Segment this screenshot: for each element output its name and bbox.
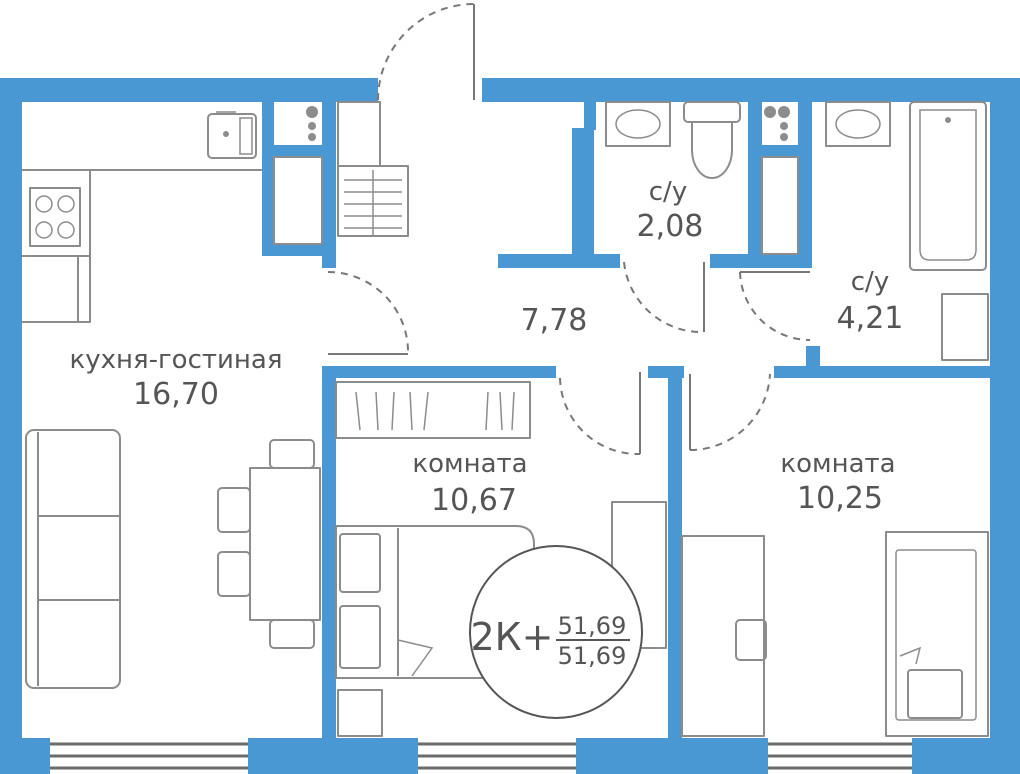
kitchen-counter <box>22 169 262 323</box>
sink-icon <box>207 111 257 159</box>
hall-area: 7,78 <box>521 303 588 338</box>
bathroom-small-area: 2,08 <box>637 209 704 244</box>
windows <box>50 742 912 770</box>
room-left-area: 10,67 <box>431 483 517 518</box>
room-left-name: комната <box>412 449 527 479</box>
bathroom-large-name: с/у <box>851 267 889 297</box>
bathroom-small-name: с/у <box>649 177 687 207</box>
vent-icons <box>306 106 790 141</box>
kitchen-living-area: 16,70 <box>133 377 219 412</box>
table-icon <box>217 439 321 649</box>
apartment-area-bottom: 51,69 <box>558 642 627 670</box>
walls <box>0 78 1020 774</box>
stove-icon <box>29 187 81 247</box>
wardrobe-icon <box>335 381 531 439</box>
bathtub-icon <box>909 101 987 271</box>
room-right-name: комната <box>780 449 895 479</box>
sofa-icon <box>25 429 121 689</box>
sink-icon <box>605 101 671 147</box>
apartment-area-top: 51,69 <box>558 612 627 640</box>
bed-icon <box>885 531 989 737</box>
kitchen-living-name: кухня-гостиная <box>70 345 283 375</box>
apartment-type: 2К+ <box>471 615 554 659</box>
room-right-area: 10,25 <box>797 481 883 516</box>
toilet-icon <box>683 101 741 179</box>
washing-machine-icon <box>337 101 409 237</box>
bathroom-large-area: 4,21 <box>837 301 904 336</box>
sink-icon <box>825 101 891 147</box>
doors <box>327 3 811 456</box>
apartment-badge: 2К+ 51,69 51,69 <box>469 545 643 719</box>
